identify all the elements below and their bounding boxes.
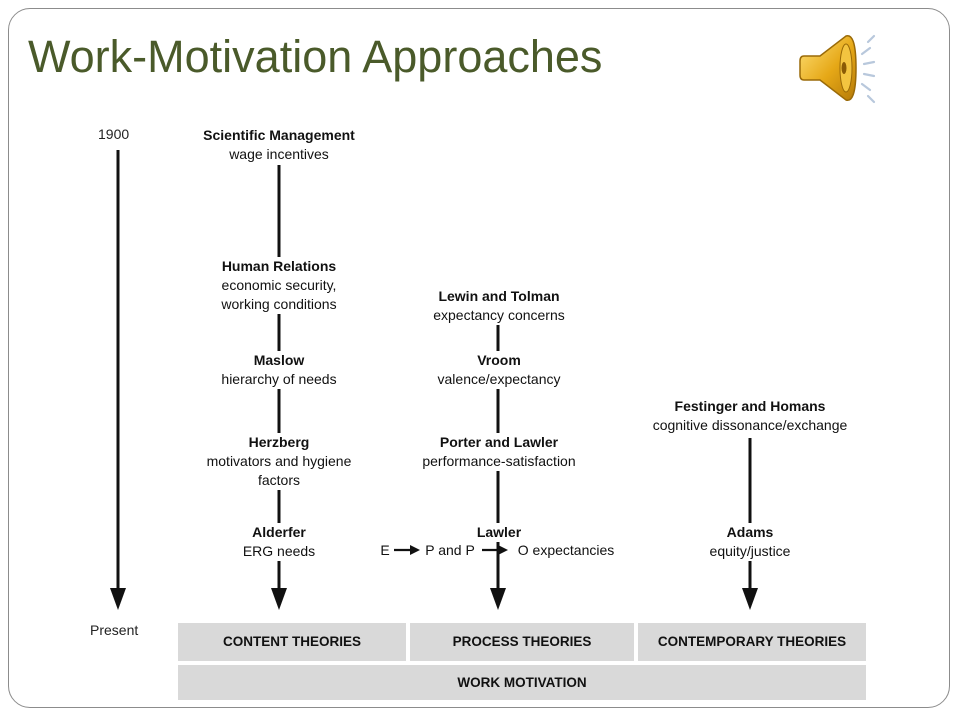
node-subtitle: hierarchy of needs bbox=[221, 371, 337, 387]
slide-title: Work-Motivation Approaches bbox=[28, 31, 603, 82]
band-label: WORK MOTIVATION bbox=[457, 675, 587, 690]
node-subtitle: wage incentives bbox=[229, 146, 329, 162]
node-title: Lewin and Tolman bbox=[438, 288, 560, 304]
content-arrowhead bbox=[271, 588, 287, 610]
node-title: Lawler bbox=[476, 524, 522, 540]
node-alderfer: Alderfer ERG needs bbox=[229, 523, 329, 561]
node-adams: Adams equity/justice bbox=[695, 523, 805, 561]
node-title: Herzberg bbox=[248, 434, 310, 450]
lawler-e-label: E bbox=[378, 541, 392, 560]
node-vroom: Vroom valence/expectancy bbox=[423, 351, 575, 389]
node-subtitle: factors bbox=[257, 472, 300, 488]
node-title: Scientific Management bbox=[203, 127, 355, 143]
node-herzberg: Herzberg motivators and hygiene factors bbox=[190, 433, 368, 490]
node-subtitle: economic security, bbox=[221, 277, 337, 293]
node-subtitle: expectancy concerns bbox=[433, 307, 565, 323]
process-theories-band: PROCESS THEORIES bbox=[410, 623, 634, 661]
process-arrowhead bbox=[490, 588, 506, 610]
content-theories-band: CONTENT THEORIES bbox=[178, 623, 406, 661]
band-label: CONTENT THEORIES bbox=[222, 634, 361, 649]
timeline-end-label: Present bbox=[90, 622, 139, 638]
node-subtitle: cognitive dissonance/exchange bbox=[652, 417, 848, 433]
node-title: Festinger and Homans bbox=[674, 398, 826, 414]
band-label: CONTEMPORARY THEORIES bbox=[657, 634, 847, 649]
node-title: Maslow bbox=[253, 352, 305, 368]
node-subtitle: working conditions bbox=[221, 296, 337, 312]
node-subtitle: motivators and hygiene bbox=[206, 453, 352, 469]
work-motivation-band: WORK MOTIVATION bbox=[178, 665, 866, 700]
lawler-p-and-p-label: P and P bbox=[420, 541, 480, 560]
node-subtitle: valence/expectancy bbox=[437, 371, 561, 387]
node-porter-and-lawler: Porter and Lawler performance-satisfacti… bbox=[405, 433, 593, 471]
speaker-audio-icon[interactable] bbox=[798, 28, 884, 108]
node-lewin-and-tolman: Lewin and Tolman expectancy concerns bbox=[413, 287, 585, 325]
node-subtitle: performance-satisfaction bbox=[422, 453, 576, 469]
node-festinger-and-homans: Festinger and Homans cognitive dissonanc… bbox=[636, 397, 864, 435]
contemporary-arrowhead bbox=[742, 588, 758, 610]
timeline-start-label: 1900 bbox=[98, 126, 130, 142]
p-to-o-arrowhead bbox=[498, 545, 508, 555]
lawler-o-expectancies-label: O expectancies bbox=[508, 541, 624, 560]
timeline-arrowhead bbox=[110, 588, 126, 610]
node-title: Adams bbox=[726, 524, 774, 540]
node-subtitle: equity/justice bbox=[709, 543, 791, 559]
node-title: Porter and Lawler bbox=[439, 434, 559, 450]
e-to-p-arrowhead bbox=[410, 545, 420, 555]
node-human-relations: Human Relations economic security, worki… bbox=[195, 257, 363, 314]
node-title: Alderfer bbox=[252, 524, 306, 540]
node-title: Vroom bbox=[477, 352, 521, 368]
node-subtitle: ERG needs bbox=[242, 543, 316, 559]
node-maslow: Maslow hierarchy of needs bbox=[200, 351, 358, 389]
node-lawler: Lawler bbox=[458, 523, 540, 542]
contemporary-theories-band: CONTEMPORARY THEORIES bbox=[638, 623, 866, 661]
node-title: Human Relations bbox=[221, 258, 337, 274]
band-label: PROCESS THEORIES bbox=[452, 634, 592, 649]
node-scientific-management: Scientific Management wage incentives bbox=[185, 126, 373, 164]
